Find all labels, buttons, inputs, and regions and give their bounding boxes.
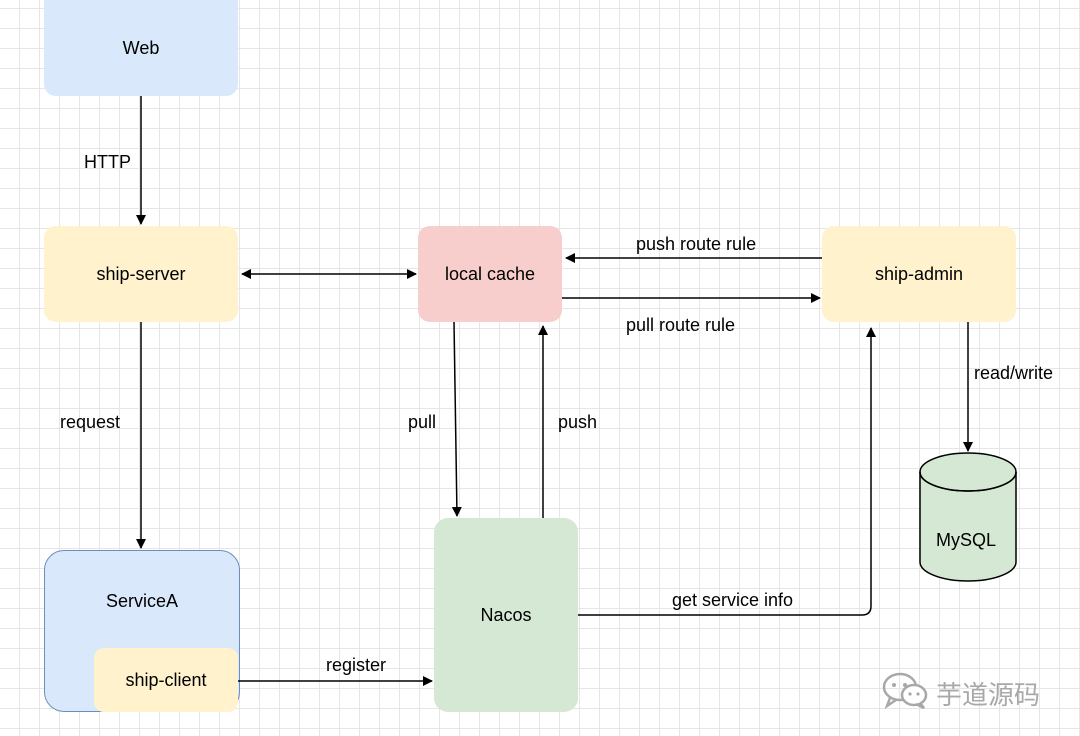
label-register: register bbox=[326, 655, 387, 675]
web-label: Web bbox=[122, 37, 160, 58]
ship-server-label: ship-server bbox=[96, 263, 186, 284]
ship-client-node[interactable]: ship-client bbox=[94, 648, 238, 712]
wechat-icon bbox=[880, 670, 930, 717]
label-pull: pull bbox=[408, 412, 437, 432]
local-cache-node[interactable]: local cache bbox=[418, 226, 562, 322]
label-request: request bbox=[60, 412, 121, 432]
nacos-node[interactable]: Nacos bbox=[434, 518, 578, 712]
label-push-route-rule: push route rule bbox=[636, 234, 757, 254]
ship-client-label: ship-client bbox=[125, 669, 207, 690]
label-read-write: read/write bbox=[974, 363, 1054, 383]
web-node[interactable]: Web bbox=[44, 0, 238, 96]
nacos-label: Nacos bbox=[480, 604, 532, 625]
ship-server-node[interactable]: ship-server bbox=[44, 226, 238, 322]
mysql-label: MySQL bbox=[936, 530, 997, 550]
watermark-text: 芋道源码 bbox=[936, 681, 1041, 711]
label-get-service-info: get service info bbox=[672, 590, 794, 610]
mysql-cylinder[interactable] bbox=[919, 452, 1017, 582]
label-http: HTTP bbox=[84, 152, 131, 172]
local-cache-label: local cache bbox=[444, 263, 536, 284]
edge-get-service-info bbox=[578, 327, 876, 616]
servicea-label: ServiceA bbox=[105, 591, 179, 611]
watermark: 芋道源码 bbox=[880, 670, 1040, 717]
ship-admin-node[interactable]: ship-admin bbox=[822, 226, 1016, 322]
label-push: push bbox=[558, 412, 598, 432]
ship-admin-label: ship-admin bbox=[874, 263, 964, 284]
edge-pull bbox=[451, 321, 462, 517]
label-pull-route-rule: pull route rule bbox=[626, 315, 736, 335]
